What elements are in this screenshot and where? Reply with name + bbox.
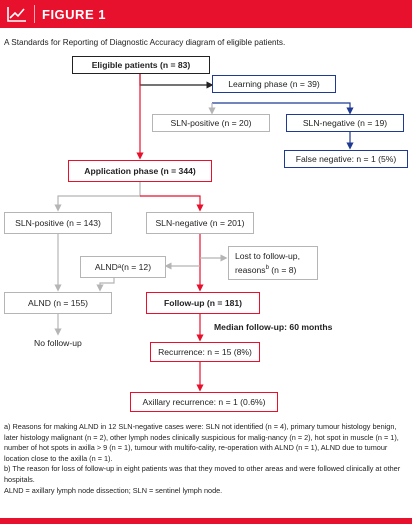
lost-suffix: (n = 8): [268, 264, 297, 275]
alnd-a-suffix: (n = 12): [121, 262, 152, 272]
arrow-eligible-to-learning: [139, 74, 214, 89]
lost-footnote-mark: b: [265, 265, 269, 272]
lost-line2: reasonsb (n = 8): [235, 262, 296, 276]
label-median-follow-up: Median follow-up: 60 months: [214, 322, 333, 332]
bottom-rule: [0, 518, 412, 524]
box-learning-phase: Learning phase (n = 39): [212, 75, 336, 93]
box-lost-to-follow-up: Lost to follow-up, reasonsb (n = 8): [228, 246, 318, 280]
abbreviations: ALND = axillary lymph node dissection; S…: [4, 485, 223, 495]
box-learning-sln-positive: SLN-positive (n = 20): [152, 114, 270, 132]
box-eligible-patients: Eligible patients (n = 83): [72, 56, 210, 74]
box-alnd: ALND (n = 155): [4, 292, 112, 314]
box-axillary-recurrence: Axillary recurrence: n = 1 (0.6%): [130, 392, 278, 412]
box-application-sln-positive: SLN-positive (n = 143): [4, 212, 112, 234]
figure-caption: A Standards for Reporting of Diagnostic …: [4, 38, 286, 47]
alnd-a-footnote-mark: a: [117, 264, 122, 270]
box-false-negative: False negative: n = 1 (5%): [284, 150, 408, 168]
arrow-learning-to-neg: [212, 102, 354, 115]
box-application-phase: Application phase (n = 344): [68, 160, 212, 182]
box-recurrence: Recurrence: n = 15 (8%): [150, 342, 260, 362]
line-chart-icon: [7, 7, 26, 22]
lost-line1: Lost to follow-up,: [235, 251, 300, 262]
box-learning-sln-negative: SLN-negative (n = 19): [286, 114, 404, 132]
box-follow-up: Follow-up (n = 181): [146, 292, 260, 314]
figure-title: FIGURE 1: [42, 7, 106, 22]
footnote-a: a) Reasons for making ALND in 12 SLN-neg…: [4, 422, 399, 463]
figure-header: FIGURE 1: [0, 0, 412, 28]
lost-prefix: reasons: [235, 264, 266, 275]
box-application-sln-negative: SLN-negative (n = 201): [146, 212, 254, 234]
arrow-application-to-pos: [54, 182, 141, 212]
arrow-application-to-neg: [140, 195, 204, 212]
footnotes: a) Reasons for making ALND in 12 SLN-neg…: [4, 422, 408, 496]
label-no-follow-up: No follow-up: [34, 338, 82, 348]
alnd-a-prefix: ALND: [94, 262, 118, 272]
header-separator: [34, 5, 35, 23]
arrow-alnd-a-to-alnd: [96, 278, 115, 292]
footnote-b: b) The reason for loss of follow-up in e…: [4, 464, 401, 484]
